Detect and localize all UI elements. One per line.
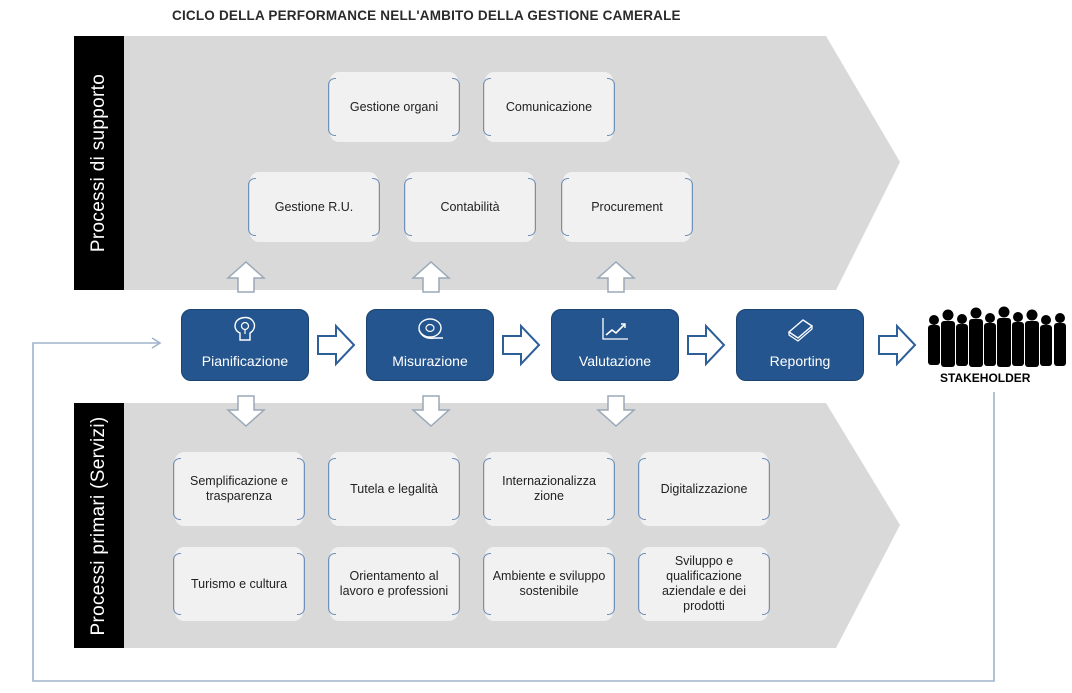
primary-card-ambiente: Ambiente e sviluppo sostenibile [483,547,615,621]
stakeholder-crowd-icon [928,306,1066,367]
flow-arrow-to-stakeholder [878,323,917,367]
primary-card-orientamento: Orientamento al lavoro e professioni [328,547,460,621]
step-label: Misurazione [392,353,468,369]
step-label: Pianificazione [201,353,289,369]
down-arrow [411,395,451,428]
step-valutazione: Valutazione [551,309,679,381]
brain-bulb-icon [234,316,256,341]
support-processes-label: Processi di supporto [74,36,124,290]
down-arrow [226,395,266,428]
flow-arrow [317,323,356,367]
primary-card-digitalizzazione: Digitalizzazione [638,452,770,526]
measuring-tape-icon [418,318,443,340]
step-pianificazione: Pianificazione [181,309,309,381]
support-card-gestione-ru: Gestione R.U. [248,172,380,242]
step-label: Valutazione [578,353,652,369]
diagram-title: CICLO DELLA PERFORMANCE NELL'AMBITO DELL… [172,8,681,23]
step-label: Reporting [769,353,831,369]
step-misurazione: Misurazione [366,309,494,381]
flow-arrow [502,323,541,367]
primary-card-turismo: Turismo e cultura [173,547,305,621]
flow-arrow [687,323,726,367]
step-reporting: Reporting [736,309,864,381]
book-icon [787,319,814,342]
line-chart-icon [602,318,628,340]
support-card-comunicazione: Comunicazione [483,72,615,142]
support-card-contabilita: Contabilità [404,172,536,242]
primary-card-semplificazione: Semplificazione e trasparenza [173,452,305,526]
primary-processes-label: Processi primari (Servizi) [74,403,124,648]
support-card-gestione-organi: Gestione organi [328,72,460,142]
support-card-procurement: Procurement [561,172,693,242]
feedback-loop-arrowhead [151,337,162,349]
primary-card-tutela: Tutela e legalità [328,452,460,526]
down-arrow [596,395,636,428]
up-arrow [596,260,636,293]
primary-card-internazionalizzazione: Internazionalizza zione [483,452,615,526]
up-arrow [226,260,266,293]
primary-card-sviluppo: Sviluppo e qualificazione aziendale e de… [638,547,770,621]
feedback-loop-line [32,342,995,682]
up-arrow [411,260,451,293]
stakeholder-label: STAKEHOLDER [940,371,1031,385]
